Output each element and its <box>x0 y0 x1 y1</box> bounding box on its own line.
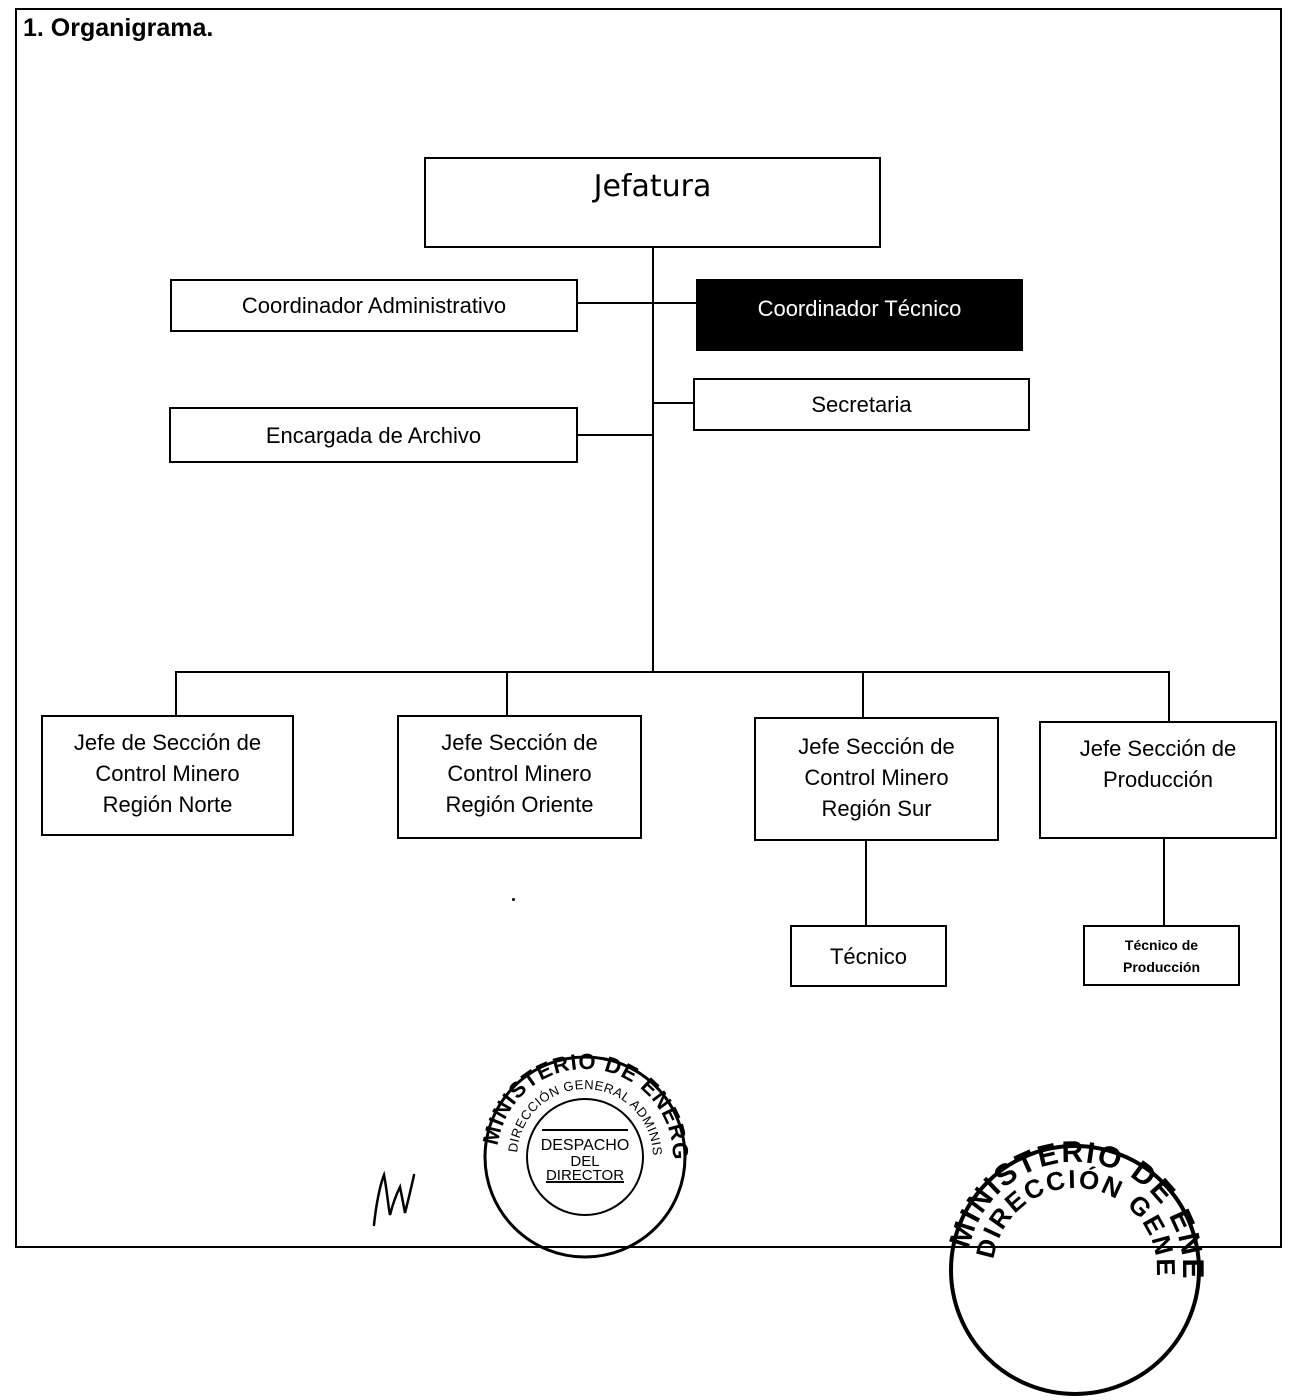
connector-trunk <box>652 247 654 672</box>
org-box-region-oriente: Jefe Sección de Control Minero Región Or… <box>397 715 642 839</box>
seal-center-line-3: DIRECTOR <box>546 1167 624 1184</box>
org-box-coordinador-administrativo: Coordinador Administrativo <box>170 279 578 332</box>
org-box-label: Secretaria <box>811 392 912 417</box>
org-box-label: Coordinador Técnico <box>757 296 962 321</box>
org-box-coordinador-tecnico: Coordinador Técnico <box>696 279 1023 351</box>
seal-center-line-2: DEL <box>570 1153 599 1170</box>
org-box-label: Jefe Sección de Producción <box>1079 736 1237 792</box>
connector-archive <box>577 434 654 436</box>
org-box-tecnico: Técnico <box>790 925 947 987</box>
org-box-label: Técnico de Producción <box>1122 936 1200 975</box>
stray-dot <box>512 898 515 901</box>
org-box-label: Jefe Sección de Control Minero Región Or… <box>441 730 598 817</box>
connector-sections-bar <box>175 671 1170 673</box>
director-seal-stamp: MINISTERIO DE ENERGÍA Y MINAS DIRECCIÓN … <box>470 1032 692 1259</box>
org-box-encargada-archivo: Encargada de Archivo <box>169 407 578 463</box>
connector-coord-admin <box>577 302 654 304</box>
connector-section-east <box>506 671 508 716</box>
org-box-label: Coordinador Administrativo <box>241 293 507 318</box>
org-box-secretaria: Secretaria <box>693 378 1030 431</box>
org-box-label: Encargada de Archivo <box>265 422 482 448</box>
org-box-region-sur: Jefe Sección de Control Minero Región Su… <box>754 717 999 841</box>
org-box-label: Jefe Sección de Control Minero Región Su… <box>798 734 955 821</box>
connector-section-south <box>862 671 864 718</box>
section-heading: 1. Organigrama. <box>23 14 214 42</box>
seal-center-line-1: DESPACHO <box>541 1137 630 1154</box>
signature-initials <box>372 1170 416 1227</box>
connector-section-north <box>175 671 177 716</box>
connector-secretary <box>652 402 694 404</box>
connector-coord-tech <box>652 302 697 304</box>
org-box-tecnico-produccion: Técnico de Producción <box>1083 925 1240 986</box>
org-box-label: Jefatura <box>593 169 712 204</box>
org-box-produccion: Jefe Sección de Producción <box>1039 721 1277 839</box>
connector-technician <box>865 840 867 926</box>
org-box-jefatura: Jefatura <box>424 157 881 248</box>
ministry-seal-stamp: MINISTERIO DE ENERGÍA Y MINAS DIRECCIÓN … <box>932 1113 1207 1396</box>
org-box-region-norte: Jefe de Sección de Control Minero Región… <box>41 715 294 836</box>
connector-section-production <box>1168 671 1170 722</box>
org-box-label: Jefe de Sección de Control Minero Región… <box>73 730 262 817</box>
connector-production-technician <box>1163 838 1165 926</box>
org-box-label: Técnico <box>829 943 908 969</box>
